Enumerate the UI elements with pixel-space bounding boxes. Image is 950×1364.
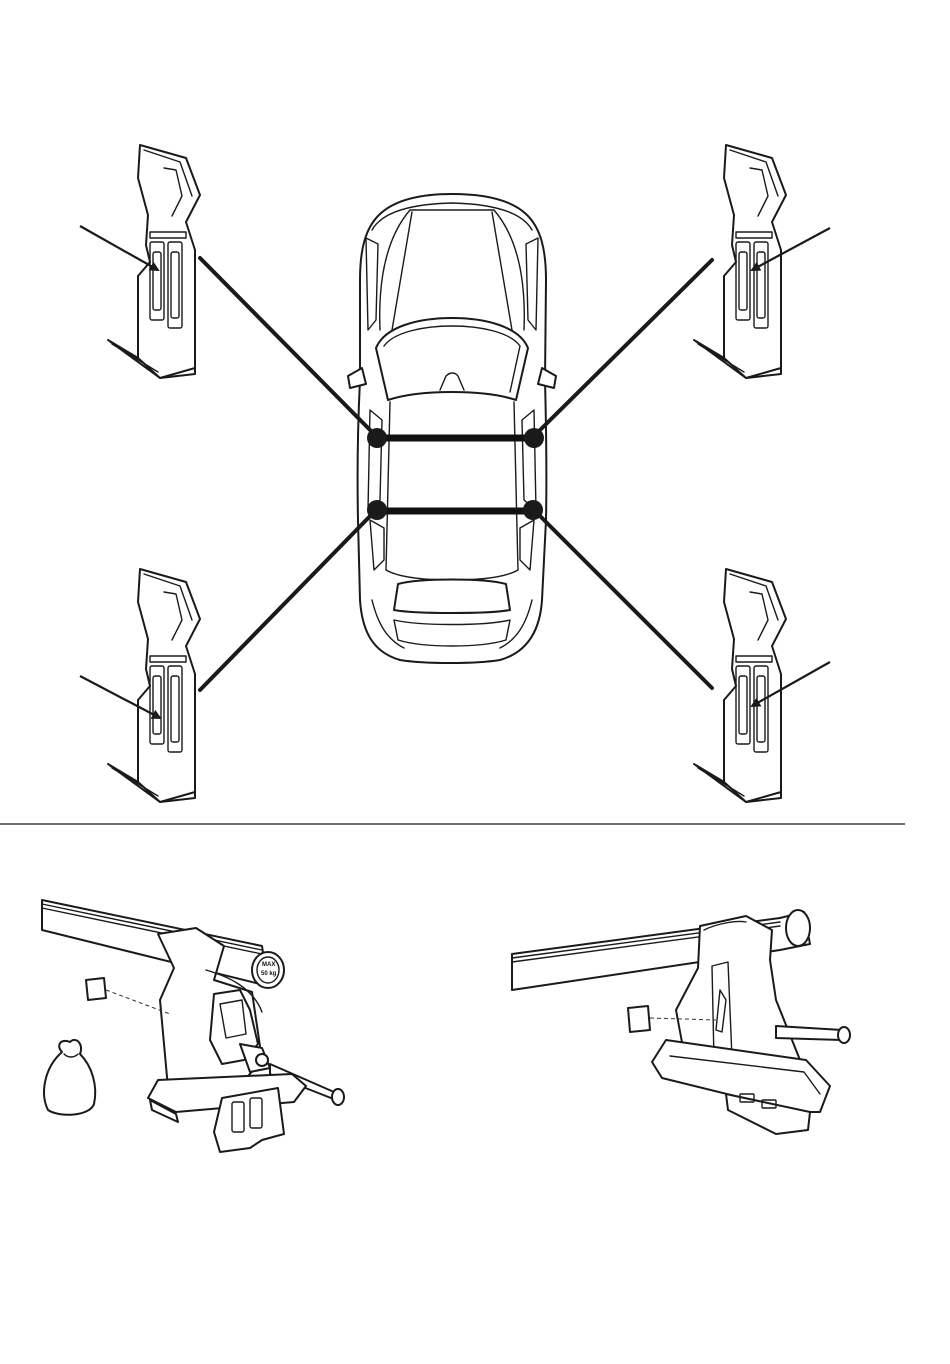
leader-front-left [200,258,376,436]
leader-rear-left [200,510,376,690]
clip-rear-left [108,569,200,802]
bottom-section: MAX 50 kg [42,900,850,1152]
mount-point-rear-right [523,500,543,520]
parts-bag [44,1040,95,1115]
foot-assembly-left: MAX 50 kg [42,900,344,1152]
foot-assembly-right [512,910,850,1134]
clip-front-left [108,145,200,378]
leader-rear-right [534,510,712,688]
mount-point-front-right [524,428,544,448]
mount-point-rear-left [367,500,387,520]
leader-front-right [534,260,712,436]
mount-point-front-left [367,428,387,448]
top-section [80,145,830,802]
load-label-line1: MAX [262,962,275,968]
load-label-line2: 50 kg [261,971,277,977]
